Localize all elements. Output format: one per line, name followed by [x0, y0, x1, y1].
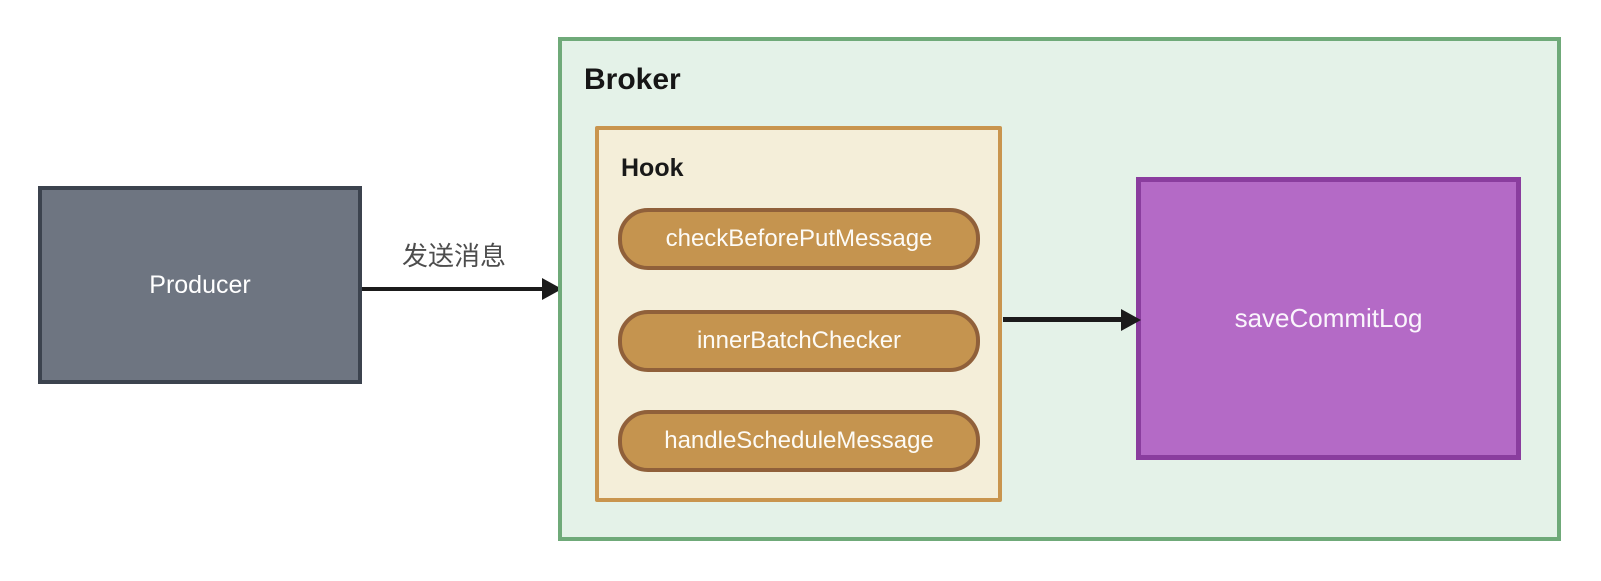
- hook-to-savecommitlog-arrow-line: [1003, 317, 1122, 322]
- hook-to-savecommitlog-arrowhead-icon: [1121, 309, 1141, 331]
- broker-container: Broker Hook checkBeforePutMessage innerB…: [558, 37, 1561, 541]
- producer-to-broker-arrowhead-icon: [542, 278, 562, 300]
- broker-title: Broker: [584, 63, 681, 96]
- hook-group: Hook checkBeforePutMessage innerBatchChe…: [595, 126, 1002, 502]
- save-commit-log-node: saveCommitLog: [1136, 177, 1521, 460]
- save-commit-log-label: saveCommitLog: [1234, 303, 1423, 333]
- producer-label: Producer: [149, 270, 251, 299]
- send-message-edge-label: 发送消息: [401, 241, 506, 271]
- hook-item-handleScheduleMessage: handleScheduleMessage: [618, 410, 980, 472]
- hook-title: Hook: [621, 154, 684, 182]
- hook-item-innerBatchChecker: innerBatchChecker: [618, 310, 980, 372]
- hook-item-checkBeforePutMessage: checkBeforePutMessage: [618, 208, 980, 270]
- producer-to-broker-arrow-line: [362, 287, 543, 291]
- producer-node: Producer: [38, 186, 362, 384]
